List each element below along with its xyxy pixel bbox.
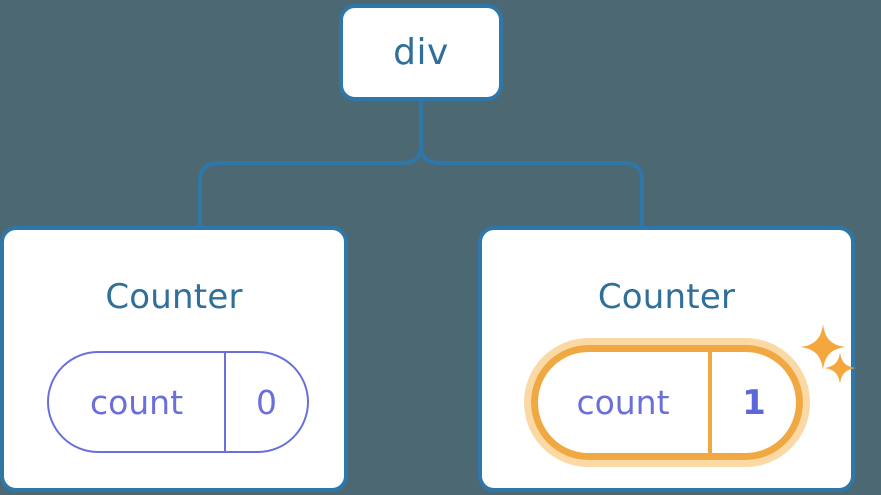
- node-div[interactable]: div: [339, 4, 503, 101]
- connector-to-left-counter: [198, 101, 423, 227]
- node-counter-left[interactable]: Counter count 0: [0, 226, 348, 492]
- node-div-label: div: [393, 31, 449, 73]
- counter-left-title: Counter: [105, 277, 243, 317]
- state-pill-divider-right: [708, 352, 712, 453]
- state-pill-left[interactable]: count 0: [47, 351, 309, 453]
- state-pill-right-wrapper[interactable]: count 1: [524, 338, 810, 467]
- state-value-left: 0: [256, 382, 277, 422]
- state-pill-highlight-glow: [524, 338, 810, 467]
- state-value-right: 1: [742, 382, 766, 423]
- state-key-right: count: [576, 383, 670, 422]
- state-pill-divider-left: [224, 353, 226, 451]
- connector-to-right-counter: [419, 101, 644, 227]
- state-key-left: count: [89, 382, 184, 422]
- node-counter-right[interactable]: Counter count 1: [478, 226, 855, 492]
- state-pill-right[interactable]: count 1: [531, 345, 803, 460]
- counter-right-title: Counter: [597, 277, 736, 317]
